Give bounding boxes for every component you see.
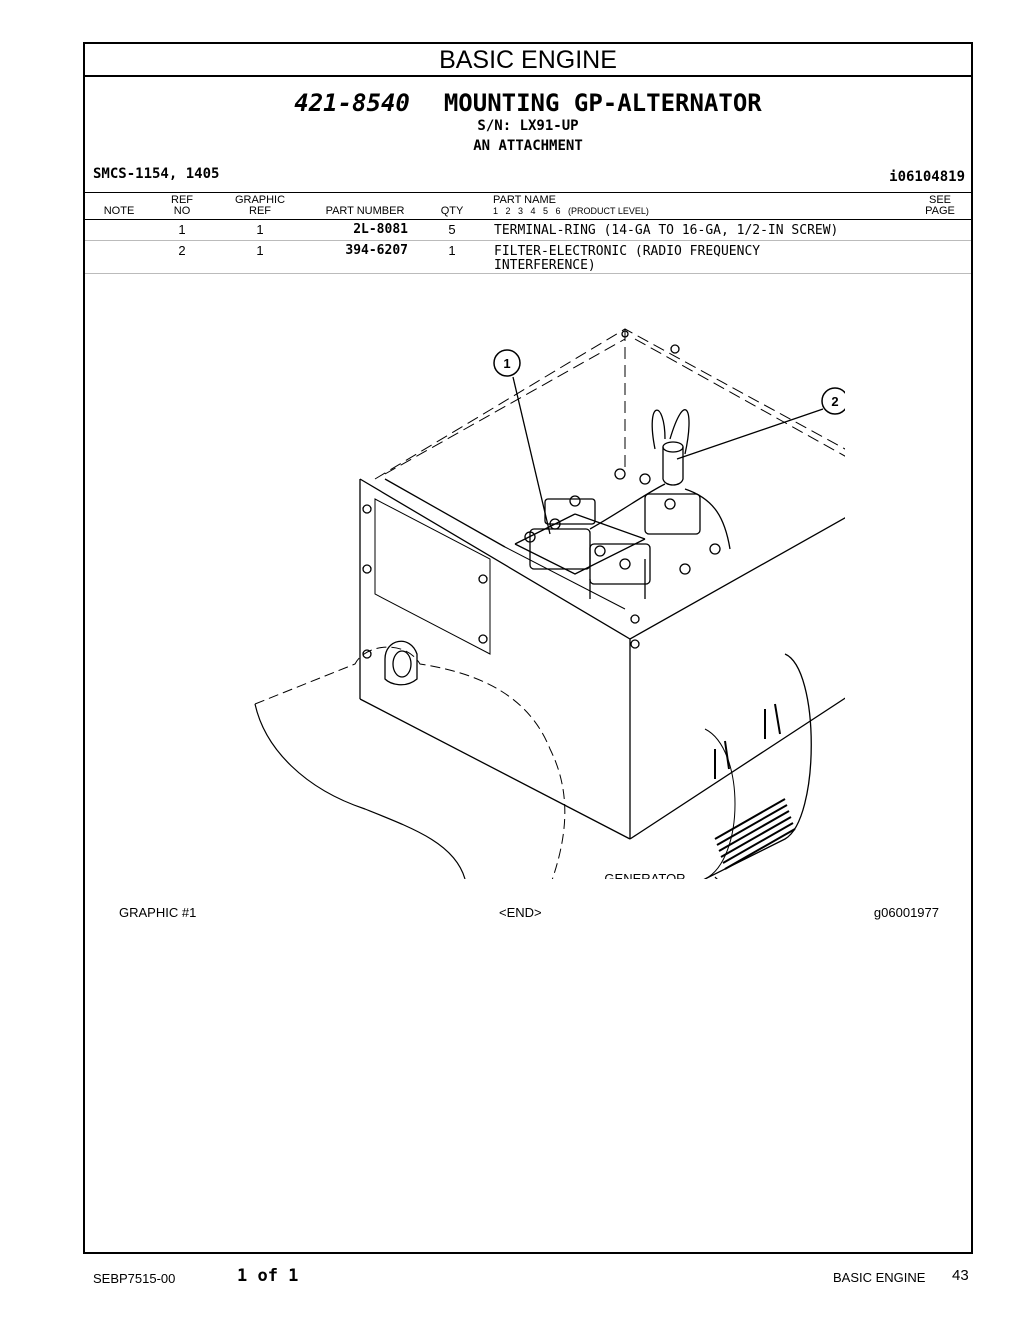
- row-ref: 1: [178, 222, 186, 237]
- footer-section: BASIC ENGINE: [833, 1270, 926, 1285]
- row-qty: 5: [448, 222, 456, 237]
- exploded-view-illustration: 1 2 GENERATOR: [254, 328, 845, 879]
- group-title: 421-8540 MOUNTING GP-ALTERNATOR: [85, 88, 971, 118]
- col-graphic-top: GRAPHIC: [234, 194, 286, 206]
- svg-text:1: 1: [503, 356, 510, 371]
- col-graphic-bottom: REF: [249, 205, 271, 217]
- graphic-id: g06001977: [873, 905, 939, 920]
- page-frame: BASIC ENGINE 421-8540 MOUNTING GP-ALTERNA…: [83, 42, 973, 1254]
- row-part-name: FILTER-ELECTRONIC (RADIO FREQUENCY: [494, 244, 761, 259]
- serial-range: S/N: LX91-UP: [477, 118, 579, 134]
- row-ref: 2: [178, 243, 186, 258]
- col-note: NOTE: [103, 205, 135, 217]
- col-part-name: PART NAME: [493, 194, 556, 206]
- smcs-codes: SMCS-1154, 1405: [93, 166, 220, 182]
- section-title: BASIC ENGINE: [85, 44, 971, 77]
- attachment-note: AN ATTACHMENT: [473, 138, 583, 154]
- col-part-number: PART NUMBER: [325, 205, 405, 217]
- document-id: i06104819: [889, 169, 965, 185]
- footer-page-number: 43: [952, 1267, 969, 1284]
- svg-text:2: 2: [831, 394, 838, 409]
- table-row: 2 1 394-6207 1 FILTER-ELECTRONIC (RADIO …: [85, 241, 971, 274]
- col-ref-top: REF: [171, 194, 193, 206]
- end-marker: <END>: [499, 905, 542, 920]
- row-graphic-ref: 1: [256, 243, 264, 258]
- generator-label: GENERATOR: [604, 871, 685, 879]
- row-part-name-cont: INTERFERENCE): [494, 258, 596, 273]
- col-ref-bottom: NO: [173, 205, 191, 217]
- row-part-number: 394-6207: [345, 243, 408, 258]
- graphic-label: GRAPHIC #1: [119, 905, 197, 920]
- col-product-levels: 1 2 3 4 5 6 (PRODUCT LEVEL): [493, 206, 649, 216]
- group-number: 421-8540: [294, 89, 410, 117]
- footer-page-of: 1 of 1: [237, 1266, 299, 1286]
- col-see-bottom: PAGE: [925, 205, 955, 217]
- footer-doc-number: SEBP7515-00: [93, 1271, 176, 1286]
- group-name: MOUNTING GP-ALTERNATOR: [443, 89, 762, 117]
- col-see-top: SEE: [928, 194, 951, 206]
- parts-table-header: NOTE REF NO GRAPHIC REF PART NUMBER QTY …: [85, 192, 971, 220]
- row-graphic-ref: 1: [256, 222, 264, 237]
- row-part-name: TERMINAL-RING (14-GA TO 16-GA, 1/2-IN SC…: [494, 223, 839, 238]
- callout-1: 1: [493, 349, 521, 377]
- table-row: 1 1 2L-8081 5 TERMINAL-RING (14-GA TO 16…: [85, 220, 971, 241]
- col-qty: QTY: [440, 205, 464, 217]
- callout-2: 2: [821, 387, 845, 415]
- row-qty: 1: [448, 243, 456, 258]
- row-part-number: 2L-8081: [353, 222, 408, 237]
